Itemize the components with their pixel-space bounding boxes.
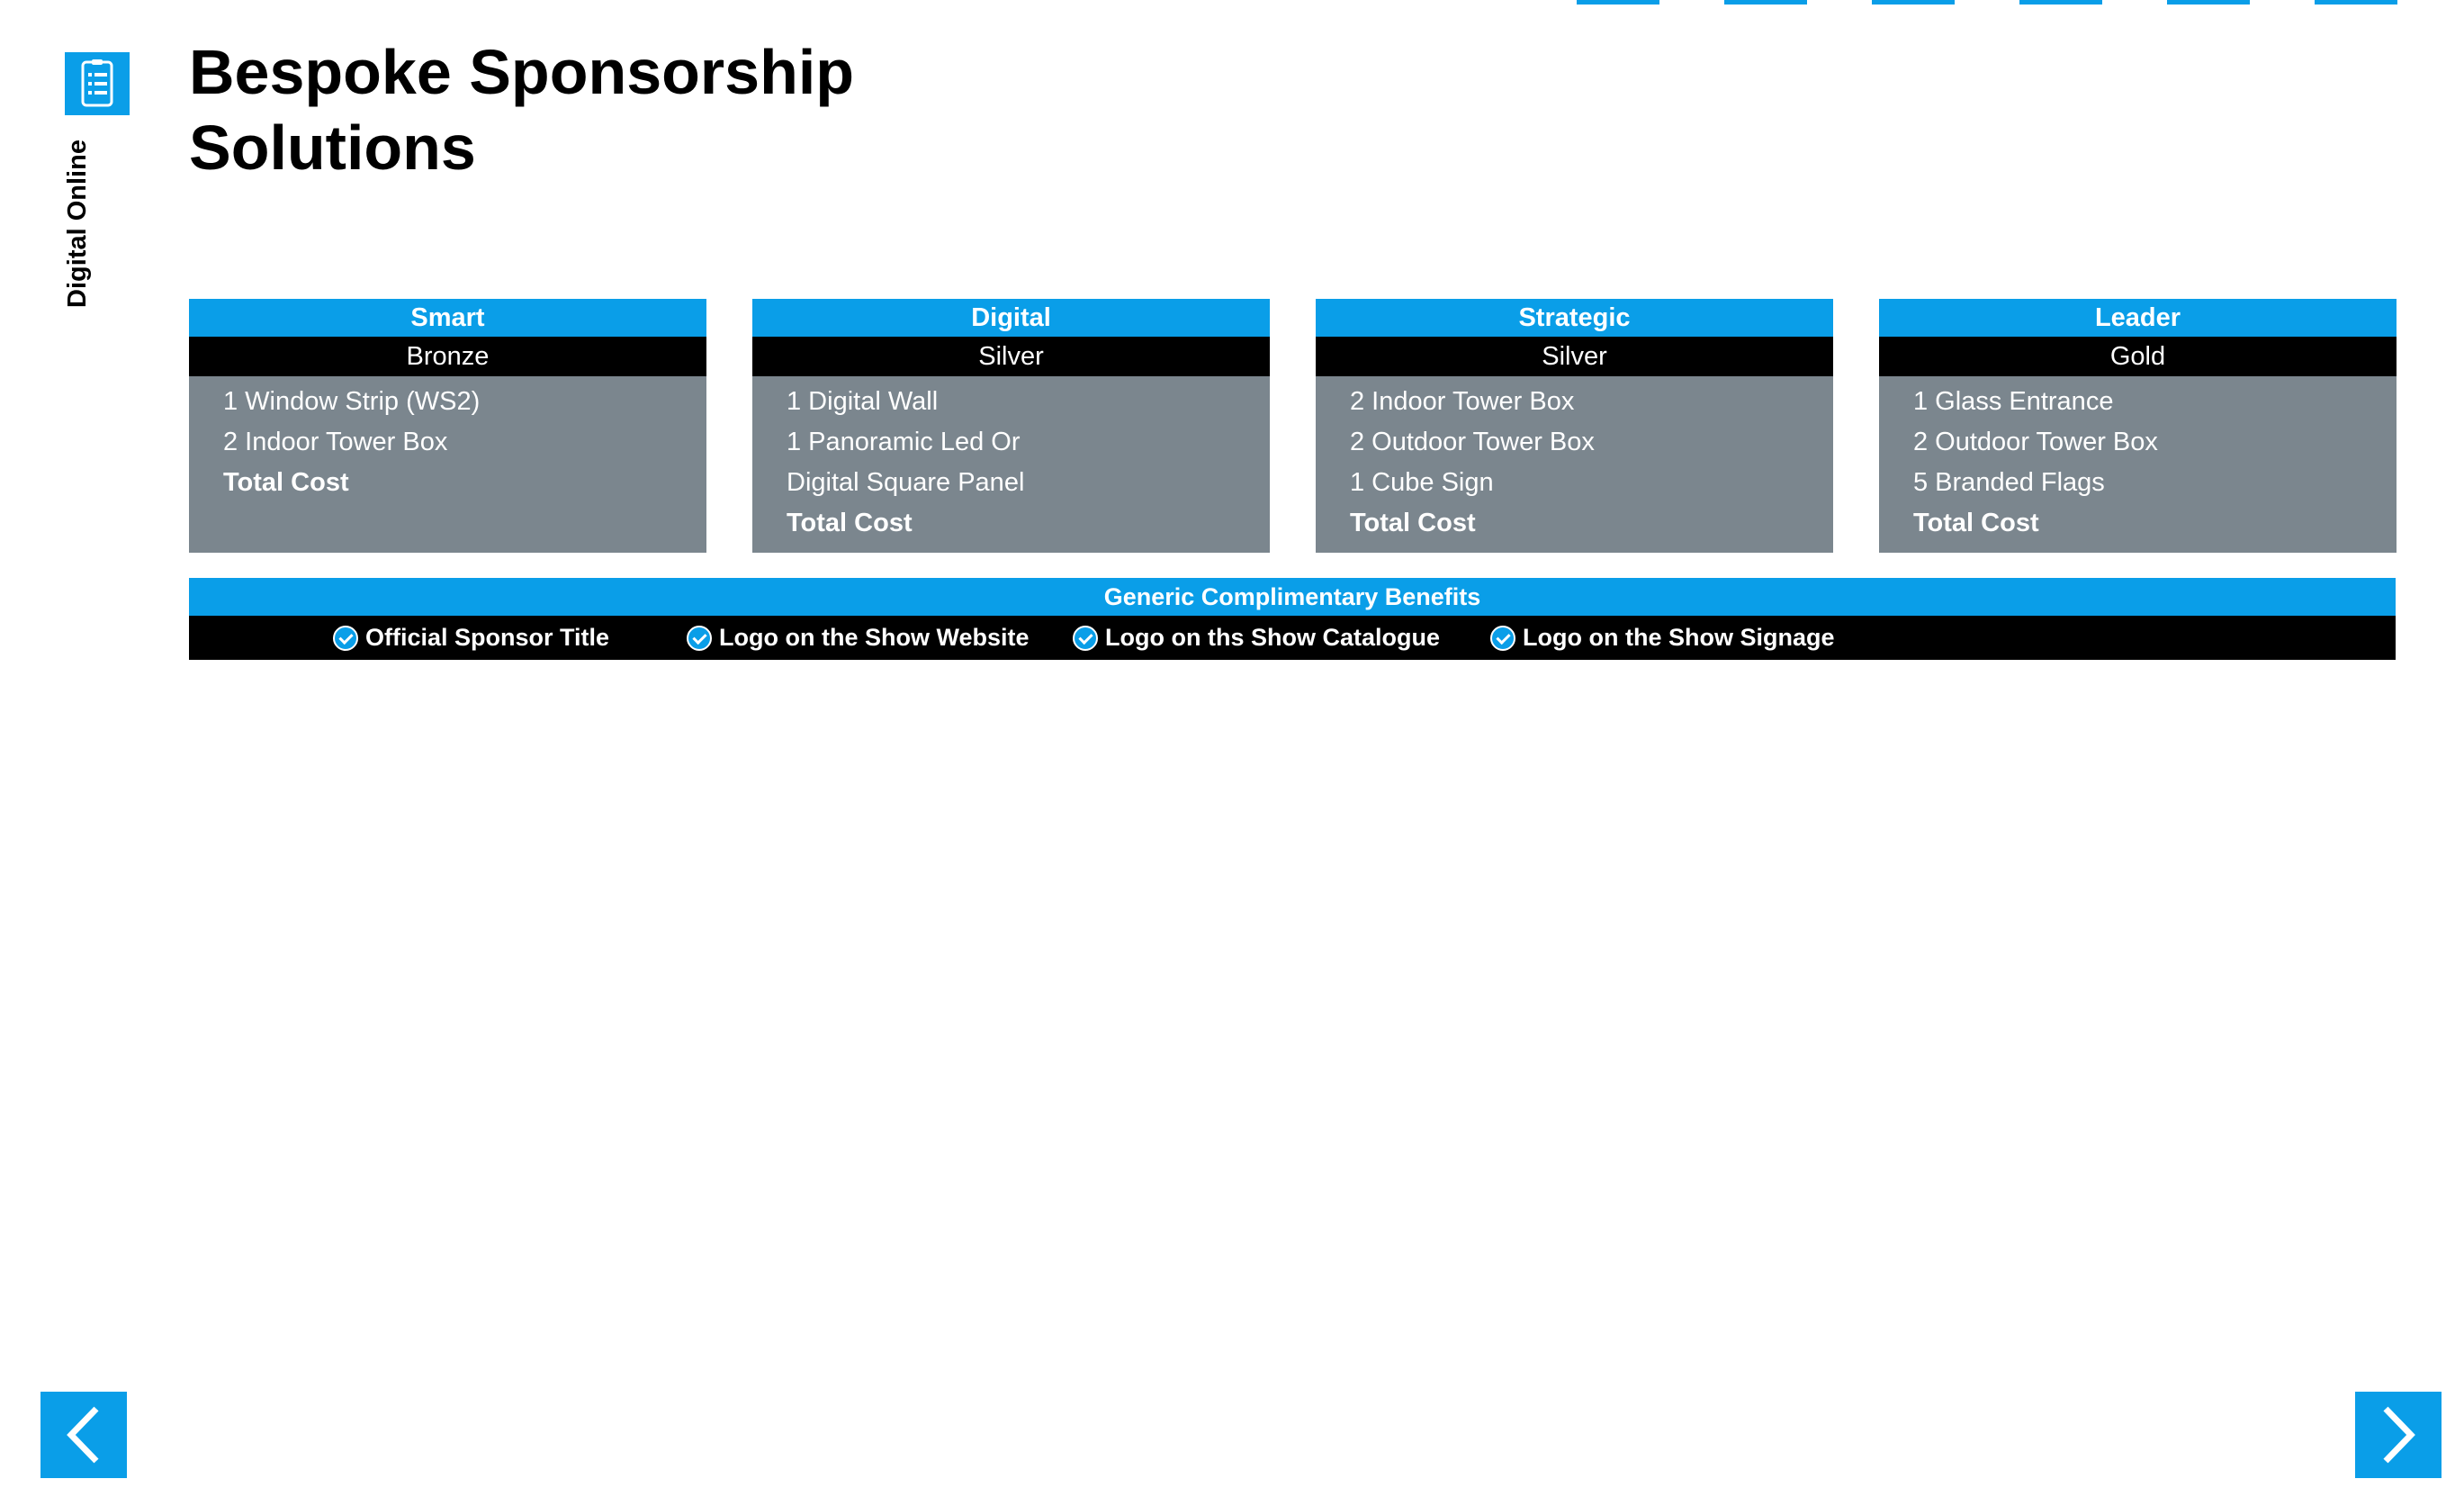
package-total-cost: Total Cost bbox=[223, 468, 349, 497]
top-nav-tab-3[interactable] bbox=[1872, 0, 1955, 5]
package-item: 1 Window Strip (WS2) bbox=[223, 387, 481, 416]
top-nav-tab-5[interactable] bbox=[2167, 0, 2250, 5]
package-name: Strategic bbox=[1316, 299, 1833, 337]
benefit-label: Logo on the Show Signage bbox=[1523, 624, 1835, 651]
benefit-label: Official Sponsor Title bbox=[365, 624, 610, 651]
package-item: Digital Square Panel bbox=[787, 468, 1025, 497]
benefit-label: Logo on the Show Website bbox=[719, 624, 1030, 651]
package-item: 2 Indoor Tower Box bbox=[1350, 387, 1575, 416]
checklist-icon[interactable] bbox=[65, 52, 130, 115]
package-card-smart: Smart Bronze 1 Window Strip (WS2) 2 Indo… bbox=[189, 299, 706, 553]
package-name: Digital bbox=[752, 299, 1270, 337]
package-items: 1 Window Strip (WS2) 2 Indoor Tower Box bbox=[189, 376, 706, 463]
page-title: Bespoke Sponsorship Solutions bbox=[189, 34, 999, 185]
package-items: 2 Indoor Tower Box 2 Outdoor Tower Box 1… bbox=[1316, 376, 1833, 503]
section-label: Digital Online bbox=[58, 139, 97, 308]
package-item: 5 Branded Flags bbox=[1913, 468, 2105, 497]
package-name: Smart bbox=[189, 299, 706, 337]
package-name: Leader bbox=[1879, 299, 2397, 337]
package-tier: Gold bbox=[1879, 337, 2397, 376]
top-nav-tab-4[interactable] bbox=[2019, 0, 2102, 5]
package-items: 1 Digital Wall 1 Panoramic Led Or Digita… bbox=[752, 376, 1270, 503]
page-title-line-1: Bespoke Sponsorship bbox=[189, 37, 855, 107]
package-items: 1 Glass Entrance 2 Outdoor Tower Box 5 B… bbox=[1879, 376, 2397, 503]
check-circle-icon bbox=[687, 625, 712, 651]
top-nav-tab-6[interactable] bbox=[2315, 0, 2397, 5]
package-item: 2 Indoor Tower Box bbox=[223, 428, 448, 456]
previous-page-button[interactable] bbox=[40, 1392, 127, 1478]
package-item: 1 Glass Entrance bbox=[1913, 387, 2114, 416]
package-card-strategic: Strategic Silver 2 Indoor Tower Box 2 Ou… bbox=[1316, 299, 1833, 553]
package-tier: Silver bbox=[752, 337, 1270, 376]
benefit-item: Official Sponsor Title bbox=[333, 616, 609, 660]
package-card-digital: Digital Silver 1 Digital Wall 1 Panorami… bbox=[752, 299, 1270, 553]
chevron-right-icon bbox=[2383, 1406, 2415, 1464]
chevron-left-icon bbox=[67, 1406, 99, 1464]
page-title-line-2: Solutions bbox=[189, 113, 476, 183]
benefits-title: Generic Complimentary Benefits bbox=[189, 578, 2396, 616]
package-total-cost: Total Cost bbox=[787, 509, 913, 537]
package-tier: Silver bbox=[1316, 337, 1833, 376]
section-label-text: Digital Online bbox=[62, 139, 92, 308]
check-circle-icon bbox=[333, 625, 358, 651]
benefit-item: Logo on the Show Website bbox=[687, 616, 1030, 660]
package-item: 1 Cube Sign bbox=[1350, 468, 1494, 497]
benefit-label: Logo on ths Show Catalogue bbox=[1105, 624, 1440, 651]
check-circle-icon bbox=[1490, 625, 1515, 651]
benefits-list: Official Sponsor Title Logo on the Show … bbox=[189, 616, 2396, 660]
package-item: 2 Outdoor Tower Box bbox=[1913, 428, 2158, 456]
check-circle-icon bbox=[1073, 625, 1098, 651]
top-nav-tab-1[interactable] bbox=[1577, 0, 1659, 5]
package-total-cost: Total Cost bbox=[1350, 509, 1476, 537]
package-item: 1 Panoramic Led Or bbox=[787, 428, 1021, 456]
top-nav-tab-2[interactable] bbox=[1724, 0, 1807, 5]
package-card-leader: Leader Gold 1 Glass Entrance 2 Outdoor T… bbox=[1879, 299, 2397, 553]
package-item: 2 Outdoor Tower Box bbox=[1350, 428, 1595, 456]
package-item: 1 Digital Wall bbox=[787, 387, 939, 416]
package-tier: Bronze bbox=[189, 337, 706, 376]
benefit-item: Logo on the Show Signage bbox=[1490, 616, 1834, 660]
next-page-button[interactable] bbox=[2355, 1392, 2442, 1478]
benefit-item: Logo on ths Show Catalogue bbox=[1073, 616, 1440, 660]
package-total-cost: Total Cost bbox=[1913, 509, 2039, 537]
